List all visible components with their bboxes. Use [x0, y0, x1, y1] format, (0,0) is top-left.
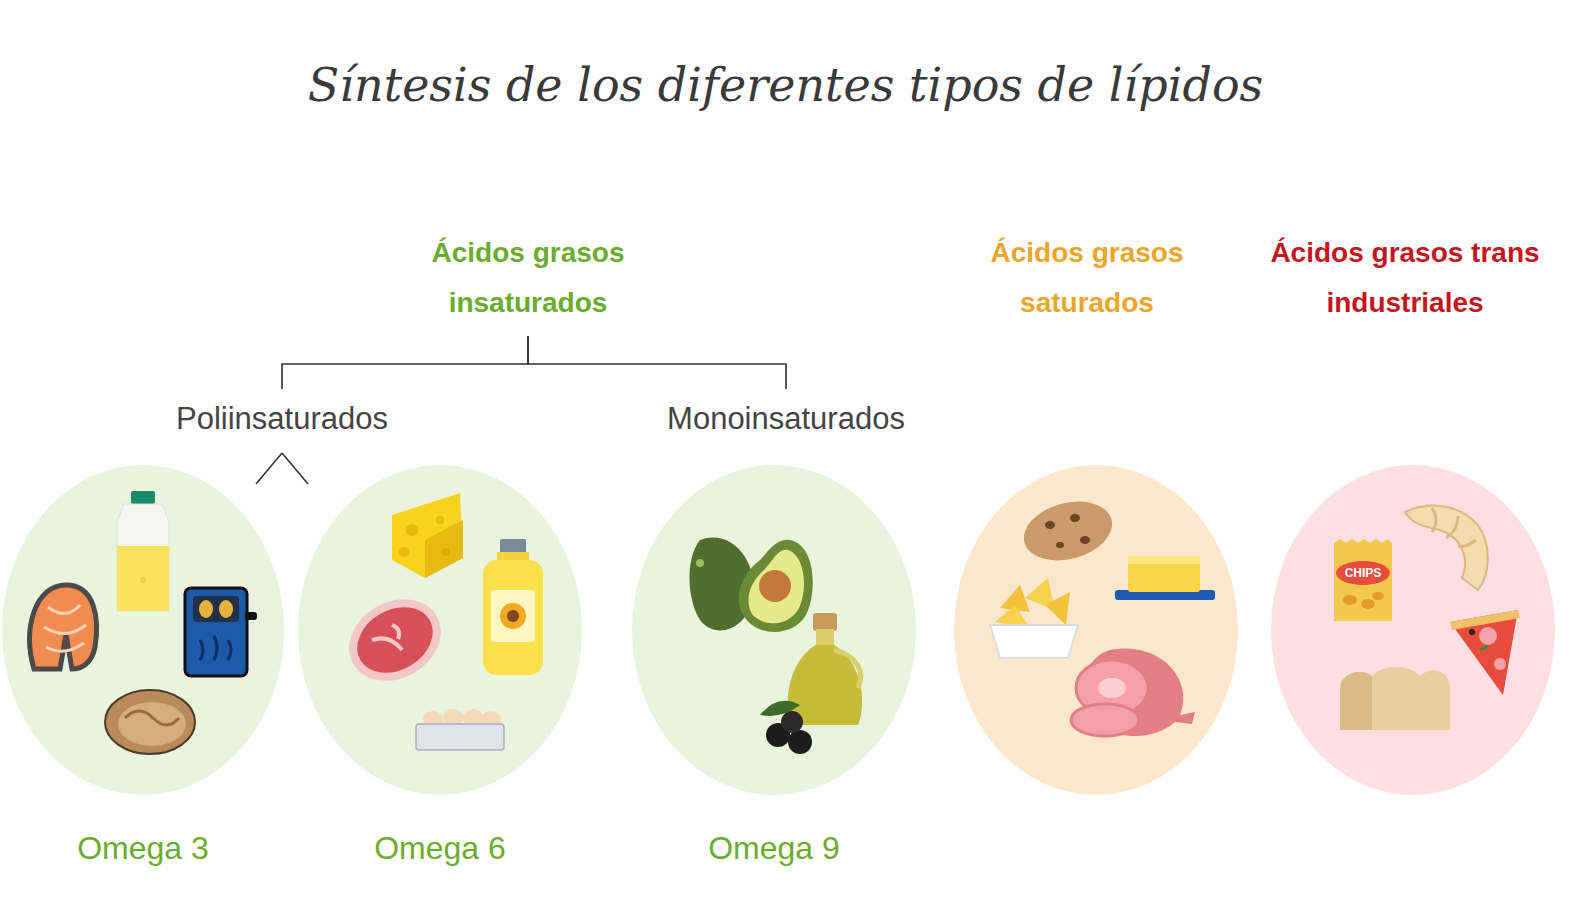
- circle-outline: [954, 465, 1238, 795]
- oil-bottle-part: [117, 546, 169, 611]
- circle-fill: [1271, 465, 1555, 795]
- pizza-slice-part: [1480, 646, 1488, 650]
- circle-fill: [954, 465, 1238, 795]
- cheese-part: [442, 548, 450, 556]
- walnut-part: [105, 690, 195, 754]
- subgroup-label: Monoinsaturados: [636, 401, 936, 437]
- nachos-part: [990, 625, 1078, 658]
- sardine-can-part: [200, 636, 231, 660]
- bracket-connector: [282, 336, 528, 389]
- subgroup-label: Monoinsaturados: [636, 401, 936, 437]
- subgroup-label: Poliinsaturados: [132, 401, 432, 437]
- cheese-part: [406, 524, 418, 536]
- circle-fill: [2, 465, 284, 795]
- sunflower-oil-bottle-part: [500, 603, 526, 629]
- sardine-can-part: [245, 612, 257, 620]
- sunflower-oil-bottle-part: [500, 539, 526, 554]
- bracket-connector: [528, 336, 786, 389]
- oil-bottle: [117, 491, 169, 611]
- chips-bag-part: [1343, 595, 1357, 605]
- package-label: CHIPS: [1335, 565, 1391, 581]
- salmon-steak-part: [44, 605, 86, 651]
- chips-bag-part: [1372, 592, 1384, 600]
- butter: [1115, 556, 1215, 600]
- cookie-part: [1056, 542, 1064, 548]
- ham-part: [1098, 678, 1126, 698]
- chips-bag: [1334, 539, 1392, 621]
- sunflower-oil-bottle-part: [491, 590, 535, 642]
- sardine-can-part: [193, 596, 239, 622]
- ham-part: [1071, 704, 1139, 736]
- food-circle: Ácidos grasos trans industriales: [1271, 465, 1555, 795]
- bread-loaf-part: [1340, 667, 1450, 730]
- subgroup-label: Poliinsaturados: [132, 401, 432, 437]
- sardine-can-part: [185, 588, 247, 676]
- cheese-part: [399, 547, 409, 557]
- diagram-title: Síntesis de los diferentes tipos de lípi…: [0, 57, 1571, 113]
- food-circle: Omega 6: [298, 465, 582, 795]
- circle-outline: [1271, 465, 1555, 795]
- avocado-part: [696, 559, 704, 567]
- circle-fill: [298, 465, 582, 795]
- omega-label: Omega 3: [2, 829, 284, 867]
- egg-tray: [416, 709, 504, 750]
- walnut-part: [125, 711, 179, 725]
- salmon-steak-part: [30, 585, 97, 669]
- oil-bottle-part: [140, 577, 146, 583]
- food-circle: Omega 9: [632, 465, 916, 795]
- pizza-slice-part: [1494, 658, 1506, 670]
- sardine-can: [185, 588, 257, 676]
- group-heading: Ácidos grasos insaturados: [368, 228, 688, 328]
- chips-bag-part: [1336, 561, 1390, 585]
- cookie-part: [1045, 521, 1055, 529]
- group-heading: Ácidos grasos insaturados: [368, 228, 688, 328]
- chips-bag-part: [1361, 599, 1375, 609]
- sardine-can-part: [199, 600, 213, 618]
- bracket-connector: [282, 453, 308, 484]
- salmon-steak: [30, 585, 97, 669]
- oil-bottle-part: [117, 504, 169, 611]
- omega-label: Omega 6: [298, 829, 582, 867]
- butter-part: [1128, 556, 1200, 592]
- omega-label: Omega 9: [632, 829, 916, 867]
- food-circle: Omega 3: [2, 465, 284, 795]
- pizza-slice-part: [1469, 629, 1475, 635]
- pizza-slice-part: [1479, 627, 1497, 645]
- group-heading: Ácidos grasos trans industriales: [1255, 228, 1555, 328]
- circle-outline: [298, 465, 582, 795]
- sunflower-oil-bottle-part: [507, 610, 519, 622]
- group-heading: Ácidos grasos saturados: [937, 228, 1237, 328]
- olive-oil-jar-part: [813, 613, 837, 631]
- oil-bottle-part: [131, 491, 155, 504]
- circle-fill: [632, 465, 916, 795]
- sardine-can-part: [219, 600, 233, 618]
- circle-outline: [2, 465, 284, 795]
- olive-oil-jar-part: [816, 629, 834, 645]
- egg-tray-part: [416, 724, 504, 750]
- bread-loaf: [1340, 667, 1450, 730]
- bread-loaf-part: [1340, 672, 1372, 730]
- cookie-part: [1080, 536, 1090, 544]
- butter-part: [1128, 556, 1200, 564]
- bracket-connector: [256, 453, 282, 484]
- sunflower-oil-bottle-part: [483, 560, 543, 675]
- olives-part: [781, 711, 803, 733]
- walnut: [105, 690, 195, 754]
- circle-outline: [632, 465, 916, 795]
- avocado-part: [759, 570, 791, 602]
- cookie-part: [1070, 514, 1080, 522]
- olives-part: [788, 730, 812, 754]
- chips-bag-part: [1334, 539, 1392, 621]
- food-circle: Ácidos grasos saturados: [954, 465, 1238, 795]
- steak-part: [372, 625, 402, 650]
- walnut-part: [118, 702, 186, 746]
- cheese-part: [436, 516, 444, 524]
